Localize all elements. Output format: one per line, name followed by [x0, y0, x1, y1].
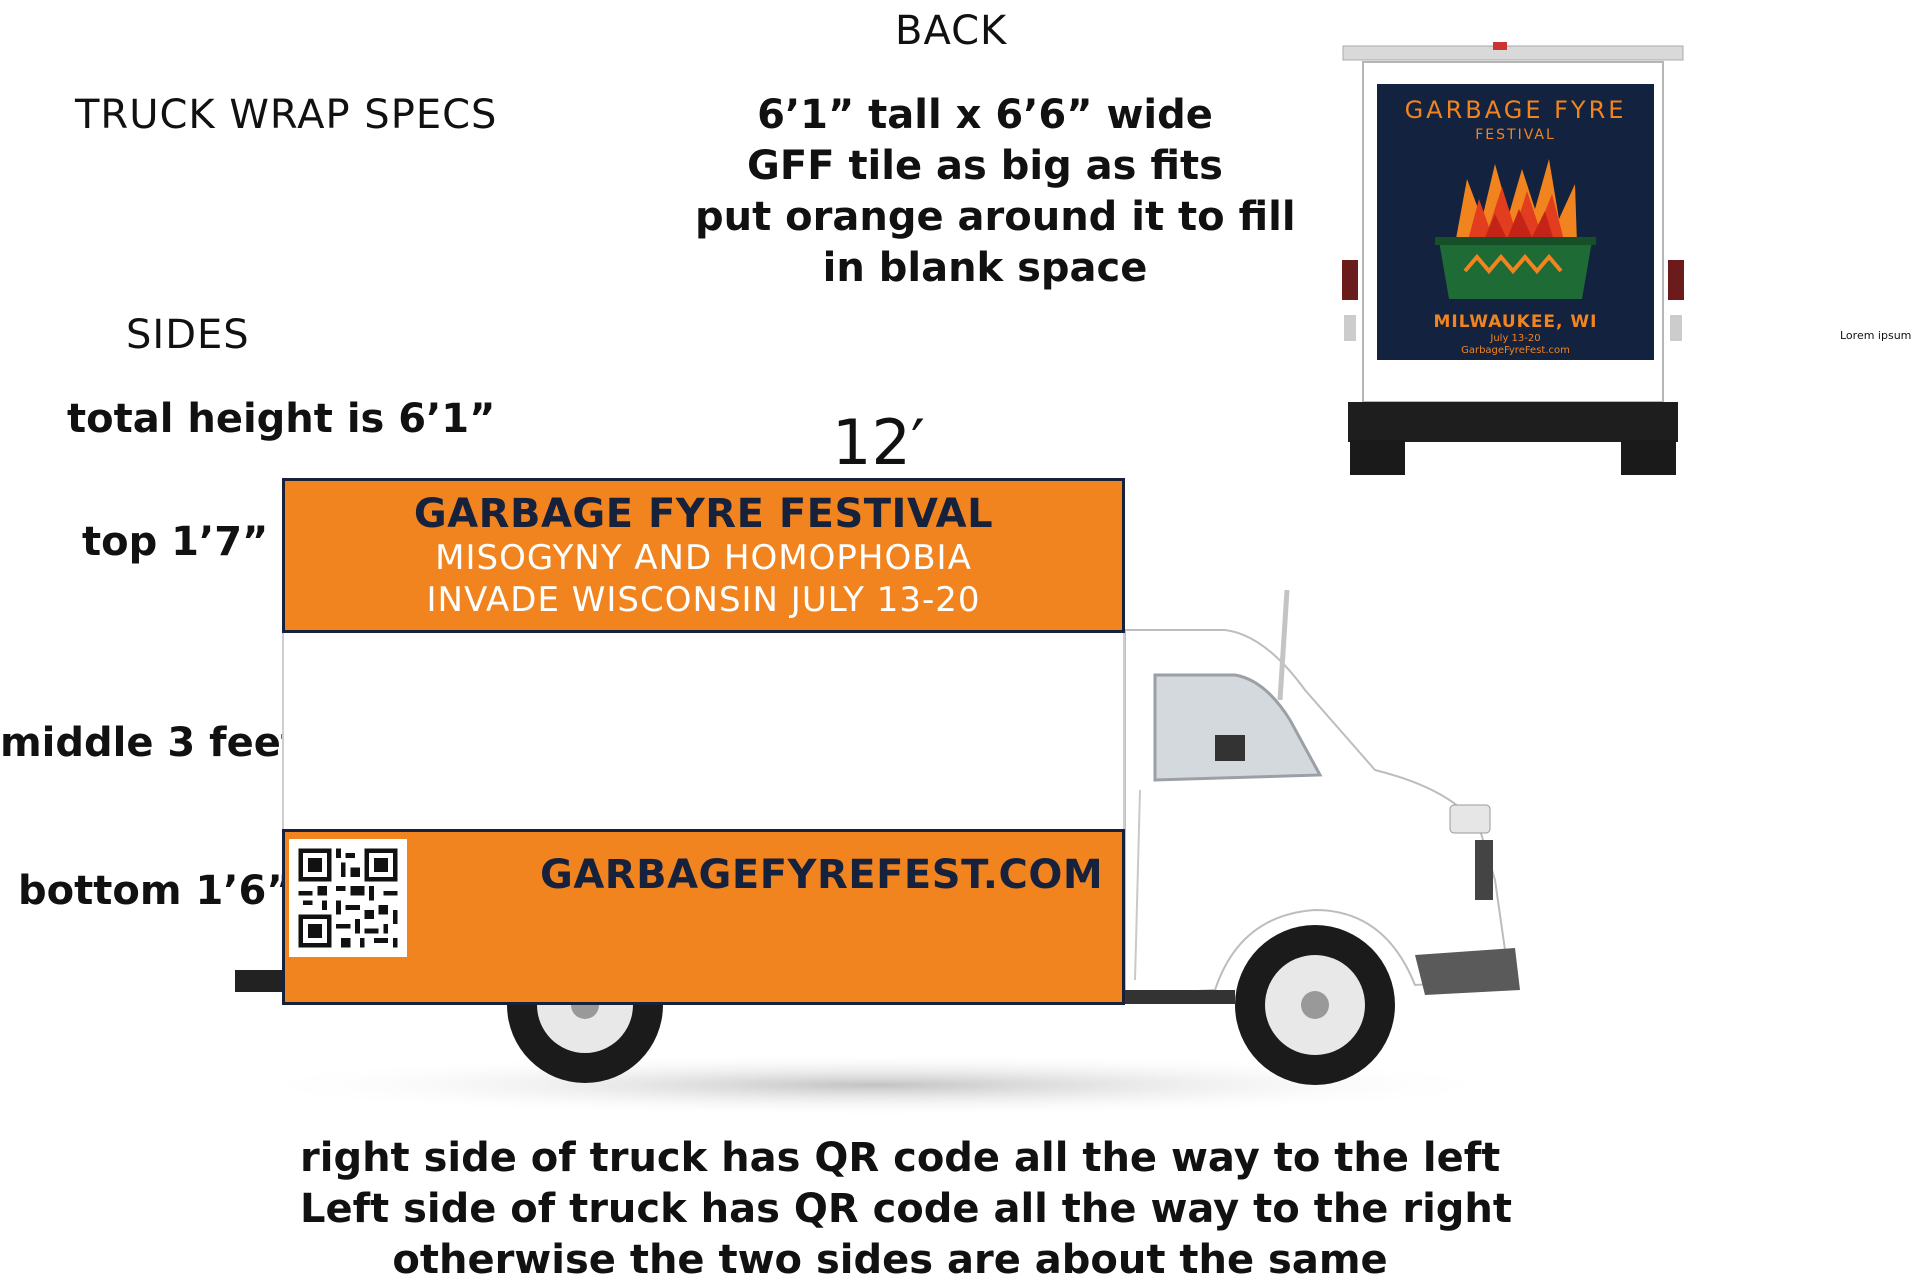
rear-left-wheel: [1350, 440, 1405, 475]
poster-website: GarbageFyreFest.com: [1461, 345, 1570, 356]
notes: right side of truck has QR code all the …: [300, 1133, 1513, 1286]
rear-right-wheel: [1621, 440, 1676, 475]
back-spec-line: in blank space: [822, 245, 1148, 291]
width-label: 12′: [832, 406, 925, 479]
note-line: right side of truck has QR code all the …: [300, 1135, 1501, 1181]
note-line: otherwise the two sides are about the sa…: [392, 1237, 1388, 1283]
right-tail-light: [1668, 260, 1684, 300]
back-spec-line: 6’1” tall x 6’6” wide: [757, 92, 1213, 138]
banner-title: GARBAGE FYRE FESTIVAL: [413, 491, 994, 537]
website-url: GARBAGEFYREFEST.COM: [540, 852, 1104, 898]
back-specs: 6’1” tall x 6’6” wide GFF tile as big as…: [695, 90, 1296, 294]
side-mirror: [1215, 735, 1245, 761]
roof-light: [1493, 42, 1507, 50]
qr-code-icon: [289, 839, 407, 957]
page-title: TRUCK WRAP SPECS: [75, 92, 498, 138]
back-spec-line: put orange around it to fill: [695, 194, 1296, 240]
middle-height-label: middle 3 feet: [0, 720, 300, 766]
banner-tagline-line2: INVADE WISCONSIN JULY 13-20: [426, 580, 981, 620]
rear-bumper: [1348, 402, 1678, 442]
front-bumper: [1415, 948, 1520, 995]
headlight: [1449, 804, 1491, 834]
sides-heading: SIDES: [126, 312, 250, 358]
door-seam: [1134, 789, 1141, 981]
roof-rail: [1342, 45, 1684, 61]
bottom-height-label: bottom 1’6”: [18, 868, 293, 914]
left-reflector: [1344, 315, 1356, 341]
cab-window: [1153, 673, 1323, 782]
grille: [1475, 840, 1493, 900]
dumpster-fire-icon: [1435, 159, 1596, 299]
placeholder-text: Lorem ipsum: [1840, 329, 1912, 342]
poster-subtitle: FESTIVAL: [1475, 127, 1556, 143]
top-height-label: top 1’7”: [82, 519, 269, 565]
back-heading: BACK: [895, 8, 1008, 54]
antenna: [1277, 589, 1290, 701]
note-line: Left side of truck has QR code all the w…: [300, 1186, 1513, 1232]
back-spec-line: GFF tile as big as fits: [747, 143, 1223, 189]
poster-city: MILWAUKEE, WI: [1433, 312, 1598, 332]
middle-panel: [282, 633, 1125, 829]
banner-tagline-line1: MISOGYNY AND HOMOPHOBIA: [435, 538, 972, 578]
step: [1125, 990, 1235, 1004]
front-wheel: [1235, 925, 1395, 1085]
bottom-banner: GARBAGEFYREFEST.COM: [282, 829, 1125, 1005]
poster-dates: July 13-20: [1490, 333, 1541, 344]
back-poster: GARBAGE FYRE FESTIVAL MILWAUKEE, WI July…: [1377, 84, 1654, 360]
total-height-label: total height is 6’1”: [67, 396, 496, 442]
right-reflector: [1670, 315, 1682, 341]
left-tail-light: [1342, 260, 1358, 300]
top-banner: GARBAGE FYRE FESTIVAL MISOGYNY AND HOMOP…: [282, 478, 1125, 633]
poster-title: GARBAGE FYRE: [1404, 96, 1627, 124]
